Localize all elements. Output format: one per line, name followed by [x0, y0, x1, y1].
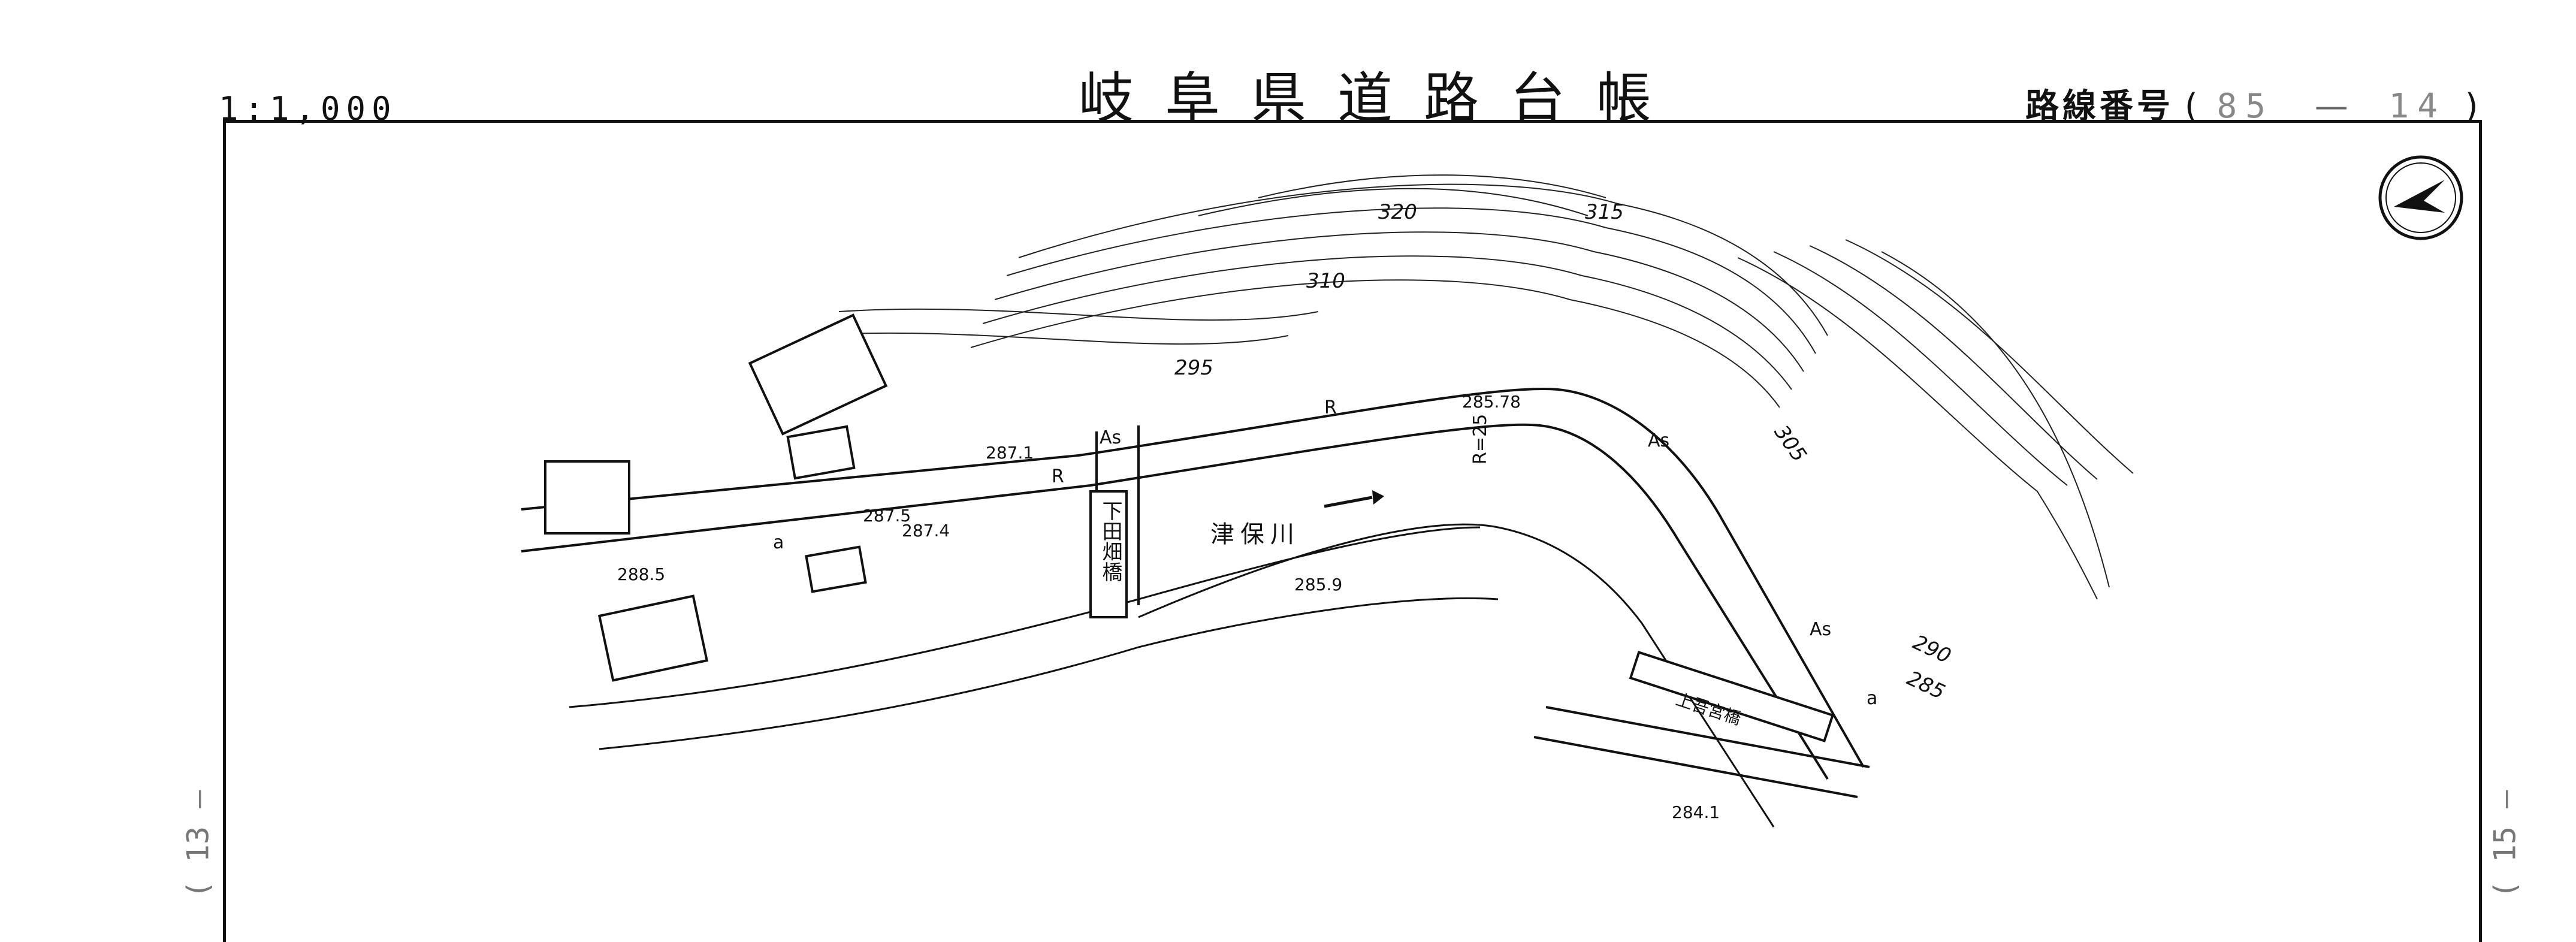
road-code-label: R=25 — [1470, 414, 1491, 464]
route-number: 路線番号 ( 85 — 14 ) — [2025, 79, 2478, 128]
elevation-label: 284.1 — [1672, 802, 1720, 822]
elevation-label: 287.5 — [863, 506, 911, 526]
contour-label: 295 — [1174, 356, 1213, 380]
route-open-paren: ( — [2184, 87, 2198, 126]
elevation-labels: 287.1 287.5 287.4 288.5 285.9 285.78 284… — [617, 392, 1720, 822]
road-code-label: R — [1052, 466, 1064, 487]
elevation-label: 287.1 — [986, 443, 1034, 463]
road-code-label: As — [1100, 427, 1121, 448]
road-outline — [521, 387, 1870, 798]
bridge-kamiagumiya — [1629, 651, 1834, 742]
bridge-label: 下田畑橋 — [1098, 500, 1122, 582]
sheet-number-value: 14 — [2388, 87, 2446, 126]
river-label: 津保川 — [1210, 521, 1300, 548]
elevation-label: 285.9 — [1294, 575, 1342, 594]
bridge-shimotabata — [1089, 490, 1128, 618]
route-number-value: 85 — [2216, 87, 2274, 126]
elevation-label: 288.5 — [617, 564, 665, 584]
road-code-labels: As As As R R a a R=25 — [773, 397, 1877, 709]
road-code-label: a — [1867, 688, 1877, 709]
map-frame — [223, 120, 2482, 942]
buildings — [544, 313, 888, 682]
road-code-label: R — [1324, 397, 1337, 418]
elevation-label: 285.78 — [1462, 392, 1521, 412]
elevation-label: 287.4 — [902, 521, 950, 541]
river-banks — [569, 523, 1775, 828]
route-number-label: 路線番号 — [2025, 87, 2174, 126]
contour-label: 290 — [1909, 630, 1955, 669]
road-code-label: As — [1810, 619, 1831, 640]
contour-label: 310 — [1306, 269, 1345, 293]
road-code-label: a — [773, 532, 784, 553]
place-labels: 下田畑橋 上吾宮橋 津保川 — [1098, 500, 1744, 729]
contour-lines — [808, 174, 2134, 600]
contour-label: 305 — [1769, 421, 1811, 466]
north-arrow-icon — [2378, 155, 2463, 240]
contour-label: 285 — [1903, 666, 1949, 705]
road-code-label: As — [1648, 430, 1669, 451]
contour-label: 315 — [1585, 200, 1624, 224]
route-close-paren: ) — [2465, 87, 2478, 126]
route-dash: — — [2314, 87, 2348, 126]
contour-label: 320 — [1378, 200, 1417, 224]
flow-arrow-icon — [1324, 490, 1384, 508]
